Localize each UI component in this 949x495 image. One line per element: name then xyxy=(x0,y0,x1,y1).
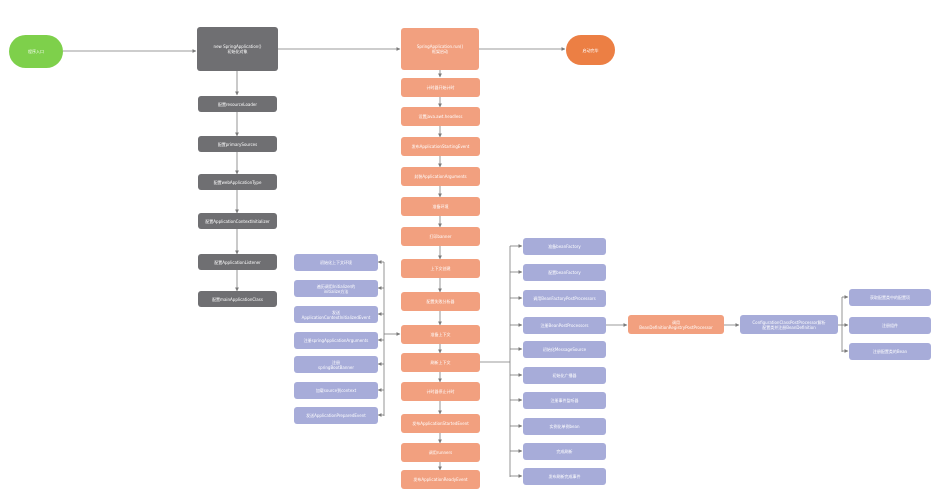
orange-step-node: 打印banner xyxy=(401,227,480,246)
orange-step-node: 调用runners xyxy=(401,443,480,462)
prepare-context-step-node: 加载source到context xyxy=(294,382,378,399)
refresh-context-step-label: 注册BeanPostProcessors xyxy=(540,323,589,328)
config-class-step-label: 注册组件 xyxy=(882,323,898,328)
refresh-context-step-label: 调用BeanFactoryPostProcessors xyxy=(533,296,596,301)
orange-step-label: 封装ApplicationArguments xyxy=(414,174,467,179)
prepare-context-step-label: 发送 ApplicationContextInitializedEvent xyxy=(301,309,371,320)
prepare-context-step-node: 注册 springBootBanner xyxy=(294,356,378,373)
refresh-context-step-node: 准备beanFactory xyxy=(523,238,606,255)
refresh-context-step-label: 实例化单例bean xyxy=(549,424,580,429)
gray-step-label: 配置mainApplicationClass xyxy=(212,296,263,302)
end-label: 启动完毕 xyxy=(582,47,599,53)
gray-step-node: 配置webApplicationType xyxy=(198,174,277,190)
orange-step-node: 配置失败分析器 xyxy=(401,292,480,311)
gray-step-label: 配置webApplicationType xyxy=(213,179,262,185)
orange-step-node: 准备上下文 xyxy=(401,325,480,344)
config-class-step-node: 注册配置类的Bean xyxy=(849,343,931,360)
config-class-step-node: 获取配置类中的配置项 xyxy=(849,289,931,306)
gray-step-node: 配置ApplicationListener xyxy=(198,254,277,270)
orange-step-node: 封装ApplicationArguments xyxy=(401,167,480,186)
gray-step-label: 配置ApplicationContextInitializer xyxy=(205,218,270,224)
orange-step-node: 刷新上下文 xyxy=(401,353,480,372)
prepare-context-step-node: 遍历调用Initializer的 initialize方法 xyxy=(294,280,378,297)
config-class-step-label: 注册配置类的Bean xyxy=(872,349,908,354)
orange-step-label: 发布ApplicationReadyEvent xyxy=(413,477,468,482)
start-label: 程序入口 xyxy=(28,49,44,54)
refresh-context-step-label: 初始化广播器 xyxy=(552,373,577,378)
prepare-context-step-label: 注册springApplicationArguments xyxy=(303,338,369,343)
orange-step-label: 准备环境 xyxy=(432,204,449,209)
prepare-context-step-label: 遍历调用Initializer的 initialize方法 xyxy=(316,283,356,294)
orange-step-label: 计时器开始计时 xyxy=(426,85,455,90)
orange-step-label: 发布ApplicationStartedEvent xyxy=(412,421,469,426)
orange-step-node: 计时器停止计时 xyxy=(401,382,480,401)
orange-step-label: 刷新上下文 xyxy=(430,360,451,365)
config-class-step-label: 获取配置类中的配置项 xyxy=(870,295,910,300)
orange-step-label: 调用runners xyxy=(428,450,453,455)
post-process-label-2: ConfigurationClassPostProcessor解析 配置类并注册… xyxy=(752,319,826,330)
refresh-context-step-node: 初始化MessageSource xyxy=(523,341,606,358)
orange-step-label: 准备上下文 xyxy=(430,332,451,337)
prepare-context-step-node: 发送 ApplicationContextInitializedEvent xyxy=(294,306,378,323)
orange-step-node: 上下文创建 xyxy=(401,259,480,278)
gray-step-node: 配置resourceLoader xyxy=(198,96,277,112)
refresh-context-step-node: 初始化广播器 xyxy=(523,367,606,384)
refresh-context-step-node: 完成刷新 xyxy=(523,443,606,460)
gray-step-node: 配置ApplicationContextInitializer xyxy=(198,213,277,229)
refresh-context-step-node: 配置beanFactory xyxy=(523,264,606,281)
orange-step-node: 发布ApplicationStartedEvent xyxy=(401,414,480,433)
prepare-context-step-label: 初始化上下文环境 xyxy=(320,260,352,265)
gray-step-node: 配置primarySources xyxy=(198,136,277,152)
refresh-context-step-label: 完成刷新 xyxy=(556,449,573,454)
gray-main-label: new SpringApplication() 初始化对象 xyxy=(213,44,262,54)
orange-step-node: 发布ApplicationReadyEvent xyxy=(401,470,480,489)
orange-step-node: 发布ApplicationStartingEvent xyxy=(401,137,480,156)
refresh-context-step-label: 发布刷新完成事件 xyxy=(548,474,581,479)
prepare-context-step-label: 加载source到context xyxy=(315,388,357,393)
prepare-context-step-label: 注册 springBootBanner xyxy=(317,359,355,370)
refresh-context-step-node: 实例化单例bean xyxy=(523,418,606,435)
orange-step-node: 准备环境 xyxy=(401,197,480,216)
post-process-label-1: 调用 BeanDefinitionRegistryPostProcessor xyxy=(639,319,713,330)
orange-step-label: 打印banner xyxy=(429,234,452,239)
prepare-context-step-node: 初始化上下文环境 xyxy=(294,254,378,271)
gray-step-label: 配置ApplicationListener xyxy=(214,259,261,265)
orange-main-label: SpringApplication.run() 框架启动 xyxy=(416,44,464,54)
end-node: 启动完毕 xyxy=(566,35,615,65)
orange-step-node: 计时器开始计时 xyxy=(401,78,480,97)
refresh-context-step-label: 初始化MessageSource xyxy=(542,347,587,352)
orange-step-label: 计时器停止计时 xyxy=(426,389,455,394)
refresh-context-step-node: 注册事件监听器 xyxy=(523,392,606,409)
orange-main-node: SpringApplication.run() 框架启动 xyxy=(401,28,479,70)
orange-step-label: 配置失败分析器 xyxy=(426,299,455,304)
gray-main-node: new SpringApplication() 初始化对象 xyxy=(197,27,278,71)
refresh-context-step-label: 配置beanFactory xyxy=(548,270,581,275)
orange-step-label: 设置java.awt.headless xyxy=(418,114,463,119)
post-process-node-2: ConfigurationClassPostProcessor解析 配置类并注册… xyxy=(740,315,838,334)
refresh-context-step-node: 发布刷新完成事件 xyxy=(523,468,606,485)
connector-lines xyxy=(63,47,849,478)
gray-step-label: 配置primarySources xyxy=(217,141,258,147)
gray-step-node: 配置mainApplicationClass xyxy=(198,291,277,307)
refresh-context-step-label: 注册事件监听器 xyxy=(550,398,579,403)
refresh-context-step-node: 注册BeanPostProcessors xyxy=(523,317,606,334)
orange-step-label: 上下文创建 xyxy=(430,266,451,271)
config-class-step-node: 注册组件 xyxy=(849,317,931,334)
orange-step-label: 发布ApplicationStartingEvent xyxy=(411,144,470,149)
post-process-node-1: 调用 BeanDefinitionRegistryPostProcessor xyxy=(628,315,724,334)
start-node: 程序入口 xyxy=(9,35,63,68)
prepare-context-step-label: 发送ApplicationPreparedEvent xyxy=(306,413,366,418)
refresh-context-step-node: 调用BeanFactoryPostProcessors xyxy=(523,290,606,307)
prepare-context-step-node: 发送ApplicationPreparedEvent xyxy=(294,407,378,424)
orange-step-node: 设置java.awt.headless xyxy=(401,107,480,126)
prepare-context-step-node: 注册springApplicationArguments xyxy=(294,332,378,349)
refresh-context-step-label: 准备beanFactory xyxy=(548,244,581,249)
gray-step-label: 配置resourceLoader xyxy=(217,101,257,107)
